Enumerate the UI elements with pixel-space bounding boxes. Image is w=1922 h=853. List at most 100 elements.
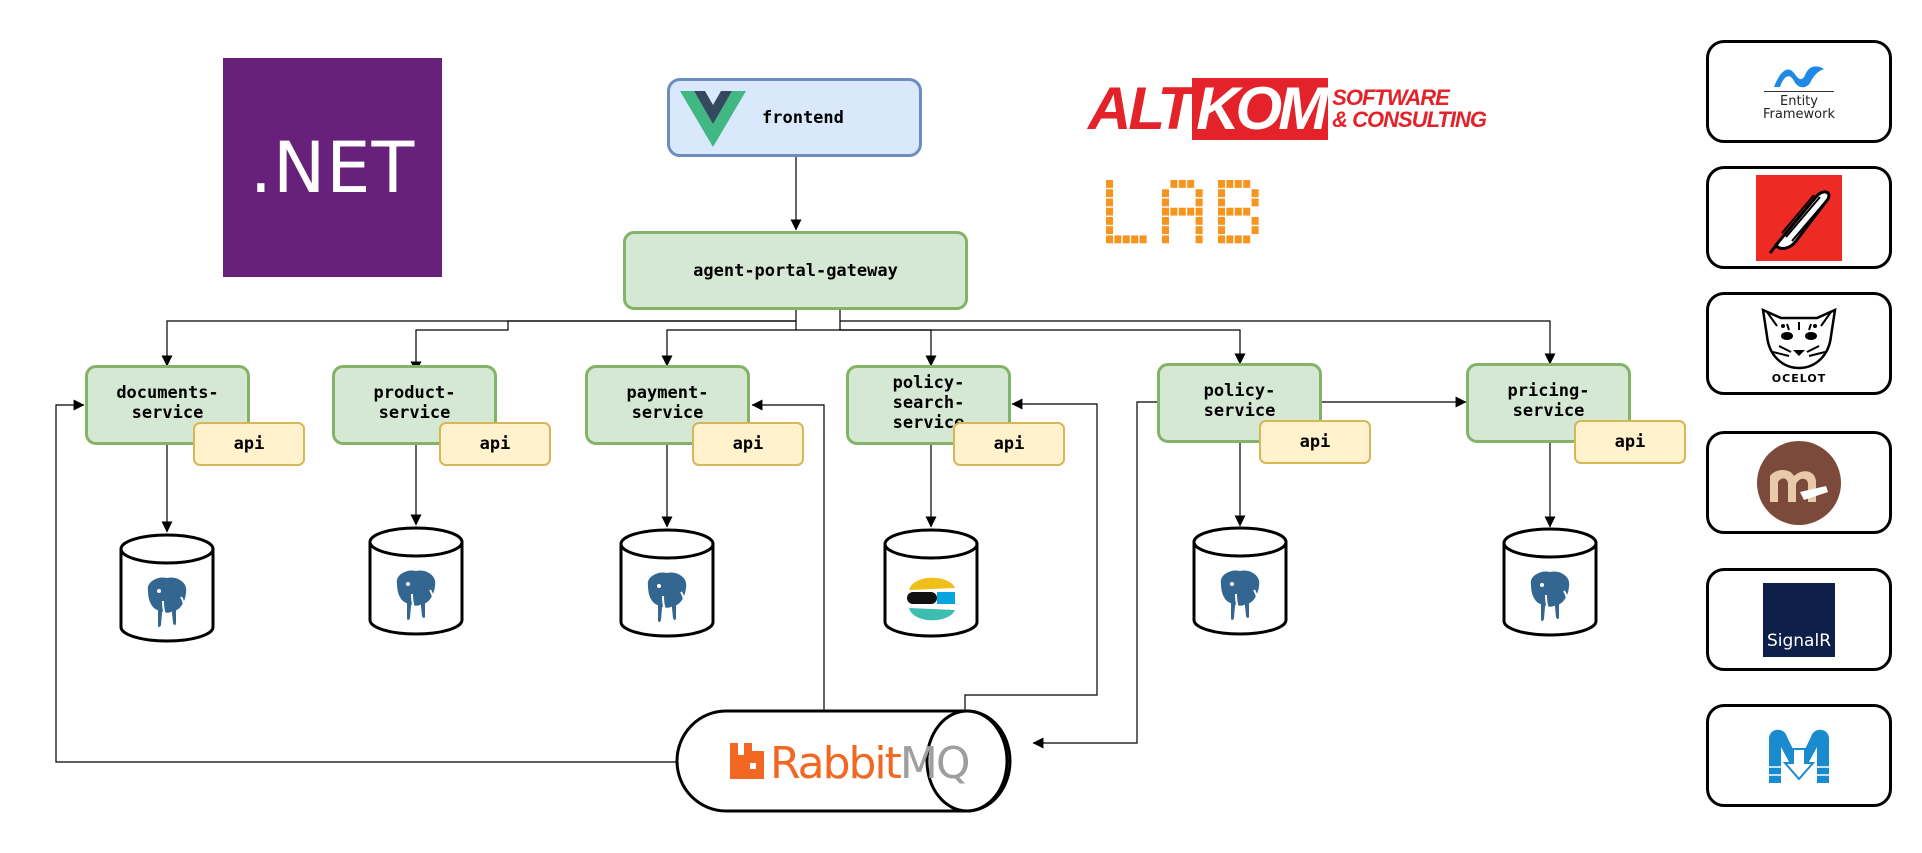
lab-pixel: [1106, 207, 1113, 216]
lab-pixel: [1106, 189, 1113, 198]
api-badge: api: [1574, 420, 1686, 464]
signalr-text: SignalR: [1766, 630, 1832, 651]
lab-pixel: [1106, 235, 1113, 244]
lab-pixel: [1162, 189, 1169, 198]
database-cylinder: [1192, 526, 1288, 636]
altkom-subtitle-line2: & CONSULTING: [1332, 107, 1487, 132]
lab-pixel: [1170, 180, 1178, 188]
lab-pixel: [1218, 226, 1225, 235]
lab-pixel: [1218, 180, 1225, 188]
entity-framework-line2: Framework: [1763, 106, 1835, 122]
signalr-icon: SignalR: [1763, 582, 1835, 657]
lab-pixel: [1162, 198, 1169, 207]
lab-pixel: [1243, 207, 1251, 216]
service-label: policy-service: [1203, 381, 1276, 421]
service-label: pricing-service: [1507, 381, 1590, 421]
service-policy-search[interactable]: policy-search- service: [846, 365, 1011, 445]
rabbitmq-queue: [675, 709, 1012, 813]
tile-marten: [1706, 431, 1892, 534]
lab-pixel: [1106, 180, 1113, 188]
quill-icon: [1756, 174, 1842, 261]
lab-logo: [1106, 180, 1259, 244]
gateway-node[interactable]: agent-portal-gateway: [623, 231, 968, 310]
lab-pixel: [1131, 235, 1139, 244]
lab-pixel: [1251, 198, 1259, 207]
lab-pixel: [1243, 235, 1251, 244]
service-label: policy-search- service: [892, 373, 965, 433]
tile-signalr: SignalR: [1706, 568, 1892, 671]
api-label: api: [1299, 432, 1331, 452]
lab-pixel: [1226, 207, 1234, 216]
lab-pixel: [1106, 216, 1113, 225]
tile-mediatr: [1706, 704, 1892, 807]
lab-pixel: [1218, 216, 1225, 225]
lab-pixel: [1122, 235, 1130, 244]
lab-pixel: [1226, 180, 1234, 188]
ocelot-icon: [1761, 307, 1837, 370]
database-cylinder: [883, 528, 979, 638]
tile-entity-framework: Entity Framework: [1706, 40, 1892, 143]
dotnet-logo: .NET: [223, 58, 442, 277]
lab-pixel: [1195, 207, 1203, 216]
api-badge: api: [193, 422, 305, 466]
altkom-subtitle-line1: SOFTWARE: [1332, 85, 1450, 110]
frontend-node[interactable]: frontend: [667, 78, 922, 157]
lab-pixel: [1195, 216, 1203, 225]
frontend-label: frontend: [762, 107, 844, 128]
rabbitmq-icon: [730, 743, 764, 779]
api-label: api: [233, 434, 265, 454]
gateway-label: agent-portal-gateway: [693, 260, 898, 281]
lab-pixel: [1106, 226, 1113, 235]
rabbitmq-brand-suffix: MQ: [899, 737, 971, 789]
lab-pixel: [1178, 180, 1186, 188]
lab-pixel: [1234, 207, 1242, 216]
lab-pixel: [1162, 235, 1169, 244]
marten-icon: [1757, 440, 1841, 525]
altkom-subtitle: SOFTWARE & CONSULTING: [1332, 85, 1487, 132]
lab-pixel: [1234, 180, 1242, 188]
lab-pixel: [1195, 235, 1203, 244]
api-label: api: [732, 434, 764, 454]
lab-pixel: [1251, 216, 1259, 225]
lab-pixel: [1195, 198, 1203, 207]
lab-pixel: [1251, 189, 1259, 198]
mediatr-icon: [1769, 729, 1829, 783]
lab-pixel: [1226, 235, 1234, 244]
database-cylinder: [619, 528, 715, 638]
rabbitmq-brand: Rabbit: [770, 737, 902, 789]
tile-feather: [1706, 166, 1892, 269]
entity-framework-line1: Entity: [1780, 93, 1818, 109]
api-badge: api: [1259, 420, 1371, 464]
api-badge: api: [692, 422, 804, 466]
lab-pixel: [1234, 235, 1242, 244]
api-label: api: [479, 434, 511, 454]
database-cylinder: [1502, 527, 1598, 637]
lab-pixel: [1162, 216, 1169, 225]
service-label: documents- service: [116, 383, 219, 423]
elasticsearch-icon: [907, 577, 955, 621]
service-label: product-service: [373, 383, 456, 423]
tile-ocelot: OCELOT: [1706, 292, 1892, 395]
api-label: api: [993, 434, 1025, 454]
altkom-alt-text: ALT: [1088, 75, 1194, 142]
lab-pixel: [1187, 180, 1195, 188]
database-group: [119, 526, 1598, 643]
altkom-kom-text: KOM: [1192, 78, 1329, 140]
lab-pixel: [1243, 180, 1251, 188]
lab-pixel: [1218, 189, 1225, 198]
api-badge: api: [953, 422, 1065, 466]
api-badge: api: [439, 422, 551, 466]
lab-pixel: [1114, 235, 1122, 244]
lab-pixel: [1139, 235, 1147, 244]
lab-pixel: [1251, 226, 1259, 235]
connector-lines: [55, 156, 1556, 763]
ocelot-text: OCELOT: [1771, 372, 1827, 385]
lab-pixel: [1170, 207, 1178, 216]
lab-pixel: [1218, 235, 1225, 244]
dotnet-logo-text: .NET: [249, 126, 416, 209]
lab-pixel: [1195, 189, 1203, 198]
altkom-logo: ALT KOM SOFTWARE & CONSULTING: [1088, 75, 1487, 142]
lab-pixel: [1162, 207, 1169, 216]
